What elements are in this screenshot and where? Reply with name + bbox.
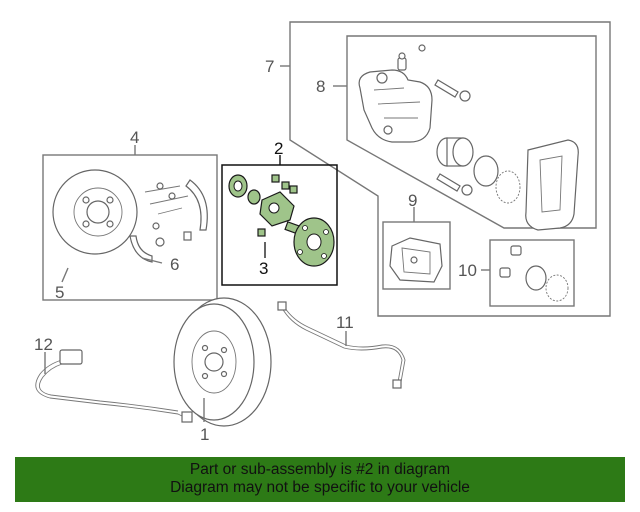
seal-kit-frame <box>489 239 575 307</box>
callout-7: 7 <box>265 57 274 76</box>
hub-bolts <box>257 174 298 237</box>
backing-plate-group <box>42 145 218 301</box>
abs-wheel-speed-sensor <box>35 349 193 423</box>
caliper-piston <box>436 137 474 167</box>
callout-4: 4 <box>130 128 139 147</box>
caliper-assembly-group <box>280 21 611 317</box>
caliper-assembly-frame <box>289 21 611 317</box>
backing-plate-frame <box>42 154 218 301</box>
hub-washer <box>247 189 261 205</box>
hub-bearing-assembly <box>259 191 335 267</box>
brake-hose <box>277 301 406 389</box>
caliper-body <box>358 69 433 143</box>
diagram-notice-banner: Part or sub-assembly is #2 in diagram Di… <box>15 457 625 502</box>
brake-rotor <box>173 297 272 427</box>
callout-5: 5 <box>55 283 64 302</box>
piston-seal <box>473 155 499 187</box>
callout-6: 6 <box>170 255 179 274</box>
hub-bearing-group <box>221 155 338 286</box>
backing-plate <box>52 169 138 255</box>
caliper-bracket <box>525 139 579 231</box>
callout-10: 10 <box>458 261 477 280</box>
callout-9: 9 <box>408 191 417 210</box>
parking-brake-hardware <box>144 182 192 247</box>
parking-brake-shoe <box>129 179 208 263</box>
callout-12: 12 <box>34 335 53 354</box>
callout-11: 11 <box>336 313 354 332</box>
callout-3: 3 <box>259 259 268 278</box>
brake-pad-group <box>382 207 451 290</box>
brake-pad <box>389 237 443 283</box>
guide-pin-lower <box>436 173 473 196</box>
banner-line-2: Diagram may not be specific to your vehi… <box>170 479 470 496</box>
brake-pad-frame <box>382 221 451 290</box>
callout-8: 8 <box>316 77 325 96</box>
hub-nut <box>228 174 248 198</box>
guide-pin-upper <box>434 79 471 102</box>
banner-line-1: Part or sub-assembly is #2 in diagram <box>189 461 451 478</box>
dust-boot <box>495 170 521 204</box>
callout-2: 2 <box>274 139 283 158</box>
seal-kit-group <box>481 239 575 307</box>
bleeder-screw <box>397 44 426 71</box>
seal-kit <box>499 245 569 302</box>
callout-1: 1 <box>200 425 209 444</box>
